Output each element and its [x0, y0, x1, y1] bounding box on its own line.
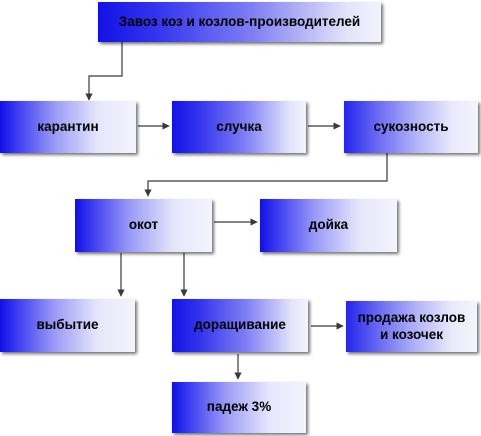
- node-milking: дойка: [260, 199, 397, 252]
- node-mating: случка: [172, 101, 306, 153]
- node-mortality: падеж 3%: [172, 382, 306, 433]
- node-quarantine-label: карантин: [37, 118, 99, 134]
- node-milking-label: дойка: [308, 217, 349, 233]
- node-kidding-label: окот: [128, 217, 159, 233]
- node-import: Завоз коз и козлов-производителей: [98, 2, 381, 42]
- node-sale-label: продажа козлов и козочек: [357, 309, 466, 342]
- node-rearing-label: доращивание: [194, 317, 286, 333]
- node-pregnancy: сукозность: [344, 101, 478, 153]
- node-sale: продажа козлов и козочек: [346, 301, 477, 352]
- node-mortality-label: падеж 3%: [206, 399, 272, 415]
- arrow-import-to-quarantine: [85, 42, 123, 101]
- node-pregnancy-label: сукозность: [373, 118, 449, 134]
- node-quarantine: карантин: [0, 101, 136, 153]
- node-culling: выбытие: [0, 299, 135, 352]
- arrow-pregnancy-to-kidding: [144, 153, 388, 197]
- node-mating-label: случка: [216, 118, 262, 134]
- node-culling-label: выбытие: [36, 317, 99, 333]
- node-import-label: Завоз коз и козлов-производителей: [118, 13, 361, 29]
- node-rearing: доращивание: [172, 299, 308, 352]
- node-kidding: окот: [75, 199, 212, 252]
